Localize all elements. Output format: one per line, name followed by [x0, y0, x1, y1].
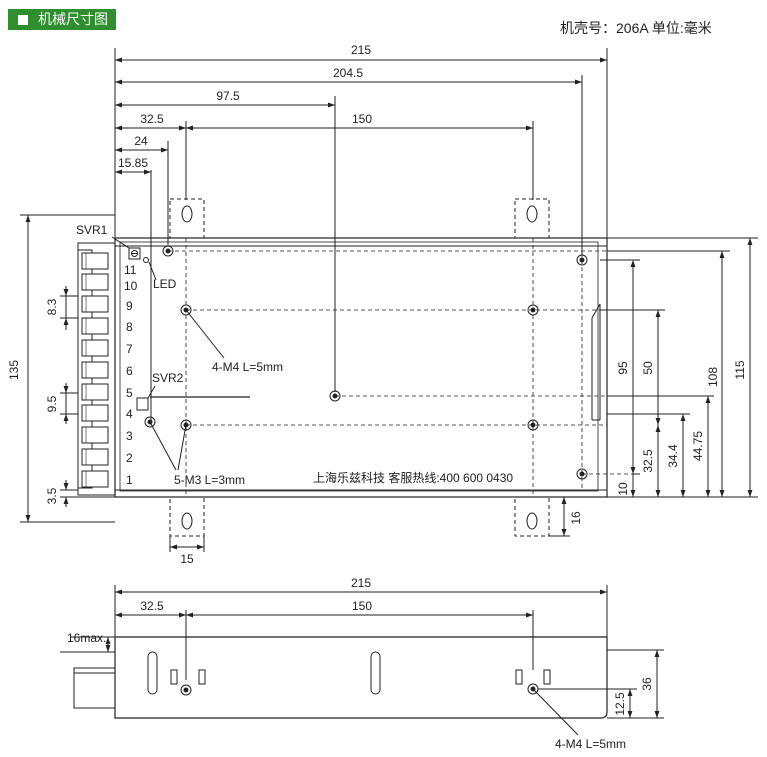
led-icon	[143, 257, 149, 263]
bottom-dims	[169, 496, 570, 552]
section-title-badge: 机械尺寸图	[8, 9, 116, 30]
terminal-label: 9	[126, 299, 133, 313]
dim-215: 215	[351, 43, 371, 57]
side-dim-36: 36	[640, 677, 654, 691]
dim-204-5: 204.5	[333, 66, 363, 80]
label-m4-holes: 4-M4 L=5mm	[212, 360, 283, 374]
terminal-numbers: 11 10 9 8 7 6 5 4 3 2 1	[124, 263, 138, 487]
terminal-label: 10	[124, 279, 138, 293]
terminal-label: 6	[126, 364, 133, 378]
terminal-label: 11	[124, 263, 137, 277]
dim-10: 10	[616, 482, 630, 496]
dim-3-5: 3.5	[45, 487, 59, 504]
case-unit-label: 机壳号：206A 单位:毫米	[560, 20, 712, 36]
side-dim-32-5: 32.5	[140, 599, 164, 613]
section-title: 机械尺寸图	[38, 11, 108, 27]
adjusters	[111, 236, 157, 411]
top-view	[77, 48, 635, 537]
dim-50: 50	[641, 361, 655, 375]
dim-8-3: 8.3	[45, 298, 59, 315]
terminal-label: 2	[126, 451, 133, 465]
dim-15-85: 15.85	[118, 156, 148, 170]
dim-32-5: 32.5	[140, 112, 164, 126]
square-icon	[18, 14, 28, 25]
dim-34-4: 34.4	[666, 444, 680, 468]
leaders	[149, 309, 225, 471]
dim-135: 135	[7, 360, 21, 380]
label-led: LED	[153, 277, 177, 291]
side-label-m4: 4-M4 L=5mm	[555, 737, 626, 751]
terminal-block	[81, 252, 109, 488]
terminal-label: 8	[126, 320, 133, 334]
dim-9-5: 9.5	[45, 395, 59, 412]
label-company-hotline: 上海乐兹科技 客服热线:400 600 0430	[313, 470, 513, 485]
label-svr1: SVR1	[76, 223, 108, 237]
label-m3-holes: 5-M3 L=3mm	[174, 473, 245, 487]
left-dims	[20, 214, 115, 523]
terminal-label: 3	[126, 429, 133, 443]
right-dims	[600, 237, 758, 498]
side-dim-16max: 16max.	[67, 631, 106, 645]
dim-108: 108	[706, 367, 720, 387]
dim-44-75: 44.75	[691, 431, 705, 461]
dim-95: 95	[616, 361, 630, 375]
svr1-potentiometer-icon	[128, 247, 141, 260]
label-svr2: SVR2	[152, 371, 184, 385]
dim-150: 150	[352, 112, 372, 126]
svr2-potentiometer-icon	[136, 397, 149, 411]
side-dim-12-5: 12.5	[613, 692, 627, 716]
dim-24: 24	[134, 134, 148, 148]
side-dim-215: 215	[351, 576, 371, 590]
dim-16: 16	[569, 511, 583, 525]
side-dim-150: 150	[352, 599, 372, 613]
side-view	[60, 585, 664, 736]
dim-115: 115	[733, 360, 747, 379]
terminal-label: 5	[126, 386, 133, 400]
terminal-label: 1	[126, 473, 133, 487]
dim-15: 15	[180, 552, 194, 566]
terminal-label: 7	[126, 342, 133, 356]
dim-32-5-right: 32.5	[641, 449, 655, 473]
terminal-label: 4	[126, 407, 133, 421]
dim-97-5: 97.5	[216, 89, 240, 103]
